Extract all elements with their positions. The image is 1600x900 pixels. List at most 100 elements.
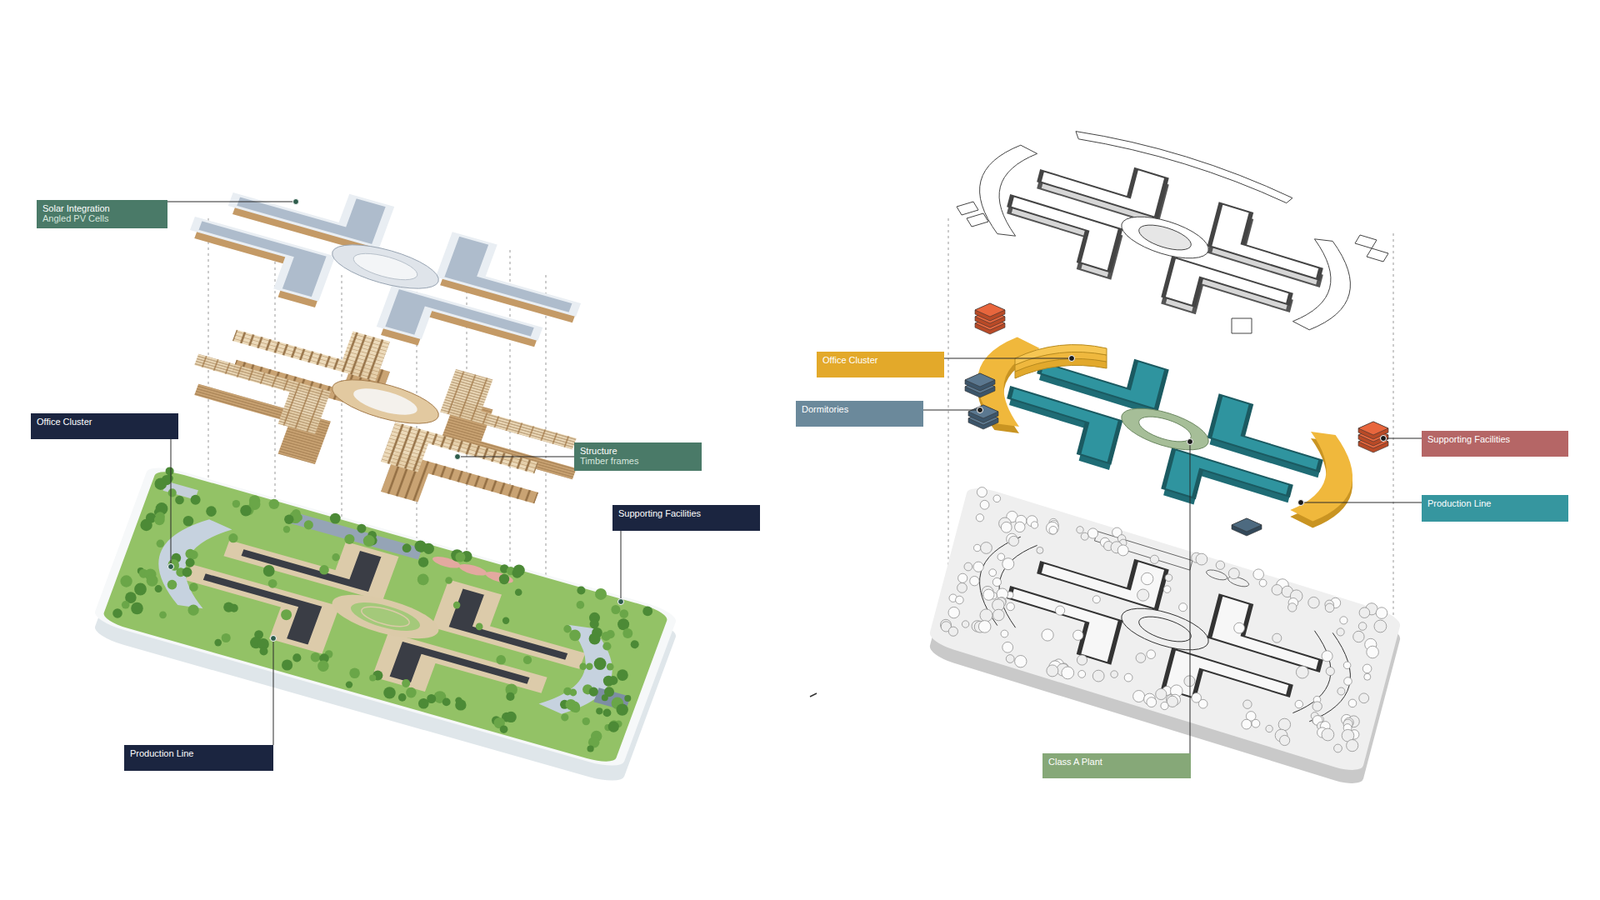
office-band — [1015, 345, 1107, 379]
tree — [1015, 521, 1025, 532]
tree — [1179, 603, 1188, 612]
production-layer-side — [977, 327, 1354, 545]
class-a-hole — [1136, 411, 1194, 447]
tree — [1146, 697, 1157, 708]
tree — [134, 583, 147, 596]
tree — [1312, 701, 1322, 711]
tree — [401, 679, 410, 688]
tree — [120, 575, 132, 587]
tree — [505, 711, 516, 723]
tree — [1280, 735, 1290, 745]
tree — [232, 500, 240, 508]
roof-outline — [999, 135, 1332, 340]
tree — [185, 558, 195, 568]
tree — [280, 609, 292, 620]
label-box: Supporting Facilities — [1421, 430, 1569, 457]
tree — [997, 553, 1005, 561]
leader-dot — [293, 199, 300, 205]
tree — [453, 601, 461, 610]
tree — [140, 519, 152, 531]
tree — [189, 550, 198, 560]
tree — [505, 692, 515, 701]
tree — [993, 495, 1001, 503]
tree — [594, 657, 607, 670]
tree — [1006, 602, 1015, 611]
tree — [455, 551, 465, 562]
tree — [590, 619, 600, 629]
tree — [418, 556, 429, 567]
ring-building — [326, 585, 445, 648]
label-box: Class A Plant — [1042, 753, 1191, 779]
tree — [156, 540, 165, 549]
tree — [1340, 616, 1348, 625]
tree — [330, 513, 341, 525]
tree — [1076, 655, 1087, 665]
tree — [980, 500, 990, 510]
tree — [589, 687, 599, 697]
label-box: StructureTimber frames — [574, 442, 702, 471]
tree — [1015, 655, 1027, 668]
tree — [560, 713, 569, 721]
tree — [1362, 664, 1372, 674]
tree — [1073, 630, 1084, 640]
tree — [610, 605, 620, 615]
label-box: Dormitories — [795, 400, 924, 427]
tree — [344, 534, 355, 545]
tree — [130, 602, 144, 615]
tree — [1133, 690, 1145, 703]
tree — [1321, 650, 1333, 662]
tree — [1135, 653, 1146, 664]
tree — [630, 640, 640, 649]
tree — [1325, 666, 1335, 675]
leader-line — [1190, 445, 1191, 754]
tree — [569, 630, 581, 642]
tree — [155, 477, 168, 490]
tree — [1046, 665, 1059, 677]
tree — [576, 586, 585, 595]
tree — [608, 721, 620, 733]
tree — [1110, 670, 1119, 679]
tree — [983, 589, 995, 600]
production-edge — [999, 334, 1332, 539]
tree — [1215, 560, 1225, 570]
leader-line — [273, 641, 275, 745]
label-box: Supporting Facilities — [612, 505, 760, 531]
leader-dot — [455, 454, 461, 460]
tree — [1253, 569, 1265, 580]
tree — [1228, 568, 1240, 580]
label-text: Structure — [580, 445, 696, 456]
tree — [230, 604, 239, 613]
tree — [1137, 589, 1150, 601]
tree — [260, 647, 269, 656]
block-top — [968, 405, 999, 419]
tree — [572, 705, 581, 714]
tree — [1146, 650, 1156, 660]
tree — [445, 576, 453, 585]
tree — [587, 745, 595, 752]
tree — [1061, 666, 1075, 680]
production-layer — [977, 320, 1354, 539]
tree — [1195, 553, 1208, 565]
right-leaders — [923, 358, 1422, 754]
tree — [1000, 521, 1012, 533]
tree — [1359, 693, 1370, 704]
tree — [499, 574, 510, 585]
tree — [1344, 677, 1353, 686]
leader-line — [1386, 438, 1422, 440]
roof-arc — [1291, 235, 1361, 339]
tree — [1251, 719, 1260, 728]
tree — [974, 544, 981, 551]
tree — [269, 499, 280, 510]
arc-outline — [1291, 627, 1361, 730]
label-text: Office Cluster — [822, 355, 939, 365]
tree — [970, 576, 980, 586]
label-subtext: Timber frames — [580, 455, 696, 466]
label-text: Solar Integration — [42, 203, 162, 214]
label-text: Office Cluster — [36, 416, 173, 427]
block-side — [968, 405, 999, 423]
roof-panel — [1366, 248, 1389, 262]
tree — [1165, 574, 1173, 582]
tree — [383, 686, 395, 699]
tree — [563, 625, 571, 633]
tree — [1321, 728, 1335, 741]
